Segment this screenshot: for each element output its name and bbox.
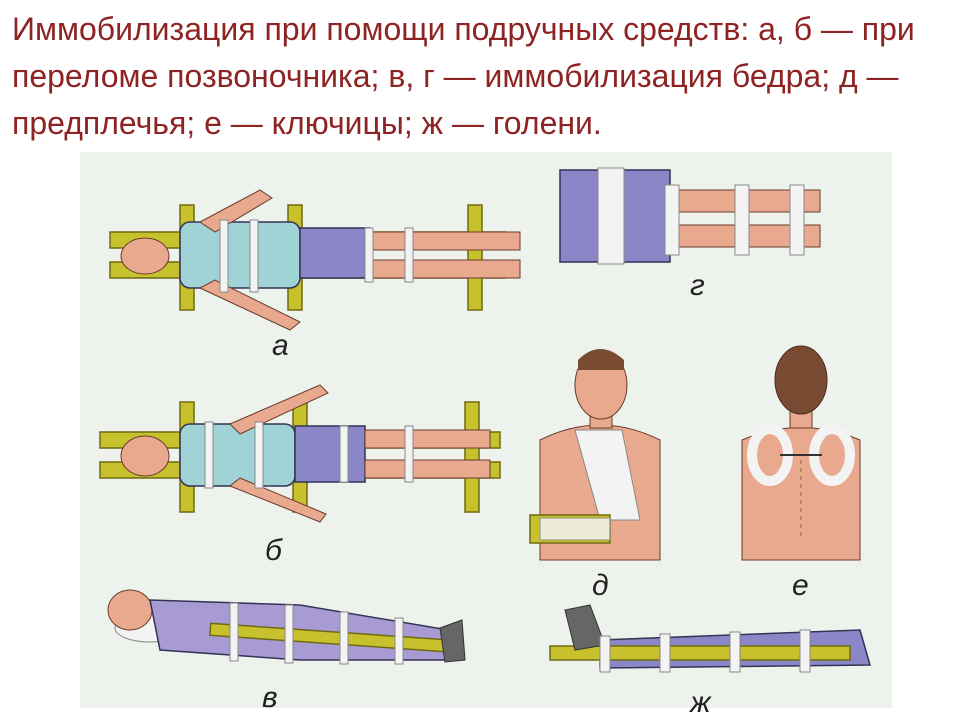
label-b: б: [265, 534, 283, 567]
figure-d: [529, 349, 661, 561]
label-v: в: [262, 681, 278, 714]
figure-v: [107, 589, 466, 665]
label-zh: ж: [688, 686, 712, 719]
figure-b: [99, 384, 501, 523]
figure-zh: [549, 604, 871, 673]
page-title: Иммобилизация при помощи подручных средс…: [12, 11, 915, 141]
label-e: е: [792, 569, 809, 602]
figure-e: [741, 345, 861, 561]
figure-a: [109, 189, 521, 331]
label-a: а: [272, 329, 289, 362]
label-d: д: [592, 569, 609, 602]
figure-g: [559, 167, 821, 265]
label-g: г: [690, 269, 705, 302]
